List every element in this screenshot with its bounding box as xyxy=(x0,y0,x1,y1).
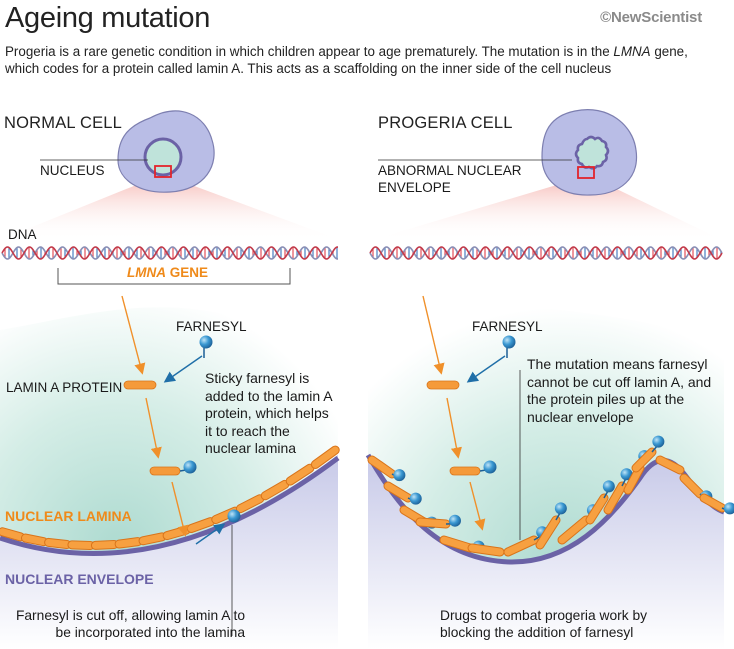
nuclear-lamina-right xyxy=(367,435,734,557)
nuclear-envelope-label: NUCLEAR ENVELOPE xyxy=(5,571,154,587)
piled-lamin-fill xyxy=(440,536,474,552)
farnesyl-ball xyxy=(554,502,567,515)
piled-lamin-fill xyxy=(700,494,726,512)
normal-process-steps xyxy=(121,295,241,636)
lmna-gene-label: LMNA GENE xyxy=(127,265,208,280)
piled-lamin-fill xyxy=(604,482,626,514)
lamin-segment-fill xyxy=(286,464,314,485)
dna-backbone xyxy=(1,246,338,260)
piled-lamin-fill xyxy=(558,516,590,544)
lamin-segment-fill xyxy=(91,541,118,549)
page-title: Ageing mutation xyxy=(5,2,211,34)
normal-cell-illustration xyxy=(40,110,215,193)
lmna-gene-suffix: GENE xyxy=(166,265,209,280)
lamin-segment-fill xyxy=(236,495,264,513)
lamin-segment-fill xyxy=(68,541,94,549)
farnesyl-ball xyxy=(602,480,615,493)
farnesyl-ball xyxy=(448,514,461,527)
piled-lamin-fill xyxy=(468,544,504,556)
piled-lamin-fill xyxy=(384,482,412,502)
piled-lamin-fill xyxy=(416,518,450,528)
zoom-beam-left xyxy=(0,177,340,240)
piled-lamin-fill xyxy=(368,456,396,478)
piled-lamin-fill xyxy=(632,448,656,472)
lmna-gene-name: LMNA xyxy=(127,265,166,280)
brand-logo: ©NewScientist xyxy=(600,9,702,26)
nuclear-lamina-label: NUCLEAR LAMINA xyxy=(5,508,132,524)
farnesyl-ball xyxy=(723,502,734,515)
progeria-nucleus-section xyxy=(365,307,725,649)
farnesyl-ball xyxy=(393,469,406,482)
dna-backbone xyxy=(1,246,338,260)
piled-lamin-fill xyxy=(680,474,704,498)
progeria-cell-illustration xyxy=(378,109,638,196)
farnesyl-ball xyxy=(409,492,422,505)
abnormal-envelope-label: ABNORMAL NUCLEAR ENVELOPE xyxy=(378,163,522,195)
farnesyl-ball xyxy=(620,468,633,481)
lamin-segment-fill xyxy=(311,446,339,468)
farnesyl-ball xyxy=(652,435,665,448)
subtitle-pre: Progeria is a rare genetic condition in … xyxy=(5,44,614,59)
progeria-cell-heading: PROGERIA CELL xyxy=(378,114,513,132)
normal-cell-heading: NORMAL CELL xyxy=(4,114,123,132)
subtitle: Progeria is a rare genetic condition in … xyxy=(5,43,725,77)
lamin-segment-fill xyxy=(21,534,48,546)
dna-label: DNA xyxy=(8,227,37,242)
piled-lamin-fill xyxy=(536,516,560,549)
subtitle-post: gene, which codes for a protein called l… xyxy=(5,44,688,76)
lamin-segment-fill xyxy=(261,480,289,500)
mutation-text: The mutation means farnesyl cannot be cu… xyxy=(527,356,712,425)
sticky-farnesyl-text: Sticky farnesyl is added to the lamin A … xyxy=(205,370,332,456)
zoom-beam-right xyxy=(372,178,722,240)
progeria-process-steps xyxy=(422,295,521,540)
dna-backbone xyxy=(369,246,723,260)
piled-lamin-fill xyxy=(504,536,538,556)
lamin-segment-fill xyxy=(45,538,71,549)
lamin-segment-fill xyxy=(187,518,215,533)
farnesyl-label-right: FARNESYL xyxy=(472,319,543,334)
lamin-segment-fill xyxy=(0,528,24,541)
lamin-segment-fill xyxy=(139,533,166,545)
nucleus-label: NUCLEUS xyxy=(40,163,105,178)
normal-nucleus-section xyxy=(0,307,340,649)
drugs-text: Drugs to combat progeria work by blockin… xyxy=(440,608,648,640)
dna-strand-right xyxy=(369,246,723,260)
lamin-segment-fill xyxy=(115,538,142,548)
piled-lamin-fill xyxy=(586,494,608,524)
subtitle-gene: LMNA xyxy=(613,44,651,59)
cutoff-text: Farnesyl is cut off, allowing lamin A to… xyxy=(15,608,245,640)
piled-lamin-fill xyxy=(656,456,684,474)
gene-bracket xyxy=(57,268,291,285)
lamin-a-protein-label: LAMIN A PROTEIN xyxy=(6,380,123,395)
farnesyl-label-left: FARNESYL xyxy=(176,319,247,334)
dna-strand-left xyxy=(1,246,338,260)
